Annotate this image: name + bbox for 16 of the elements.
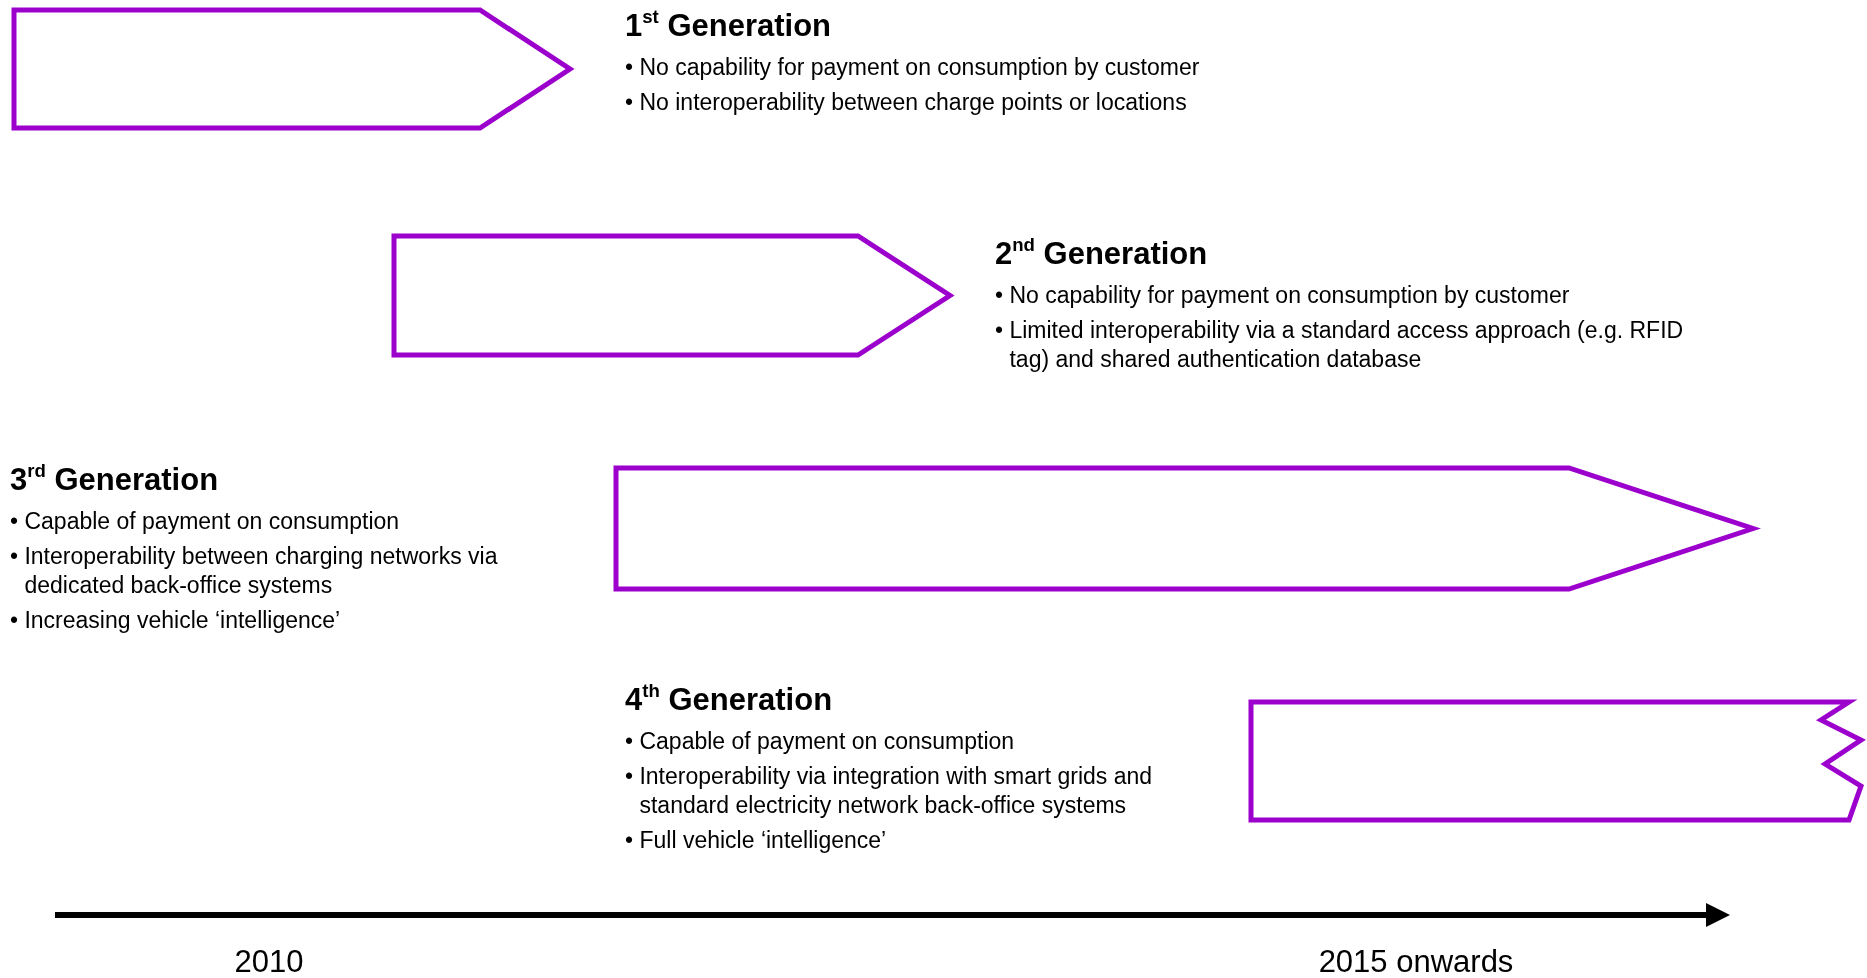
bullet-point: • No interoperability between charge points or locations xyxy=(625,88,1188,117)
bullet-point: • No capability for payment on consumption by customer xyxy=(995,281,1571,310)
timeline-label: 2010 xyxy=(234,944,304,978)
bullet-point: • No capability for payment on consumption by customer xyxy=(625,53,1201,82)
generation-heading: 4$^{th}$ Generation xyxy=(625,682,834,718)
generation-heading: 3$^{rd}$ Generation xyxy=(10,462,220,498)
bullet-point: • Capable of payment on consumption xyxy=(10,507,401,536)
generation-heading: 2$^{nd}$ Generation xyxy=(995,236,1209,272)
bullet-point: • Capable of payment on consumption xyxy=(625,727,1016,756)
generation-heading: 1$^{st}$ Generation xyxy=(625,8,833,44)
timeline-label: 2015 onwards xyxy=(1318,944,1514,978)
bullet-point: • Interoperability between charging networks via dedicated back-office systems xyxy=(10,542,499,600)
bullet-point: • Interoperability via integration with smart grids and standard electricity network back-office systems xyxy=(625,762,1154,820)
bullet-point: • Increasing vehicle ‘intelligence’ xyxy=(10,606,342,635)
bullet-point: • Full vehicle ‘intelligence’ xyxy=(625,826,888,855)
bullet-point: • Limited interoperability via a standard access approach (e.g. RFID tag) and shared authentication database xyxy=(995,316,1685,374)
